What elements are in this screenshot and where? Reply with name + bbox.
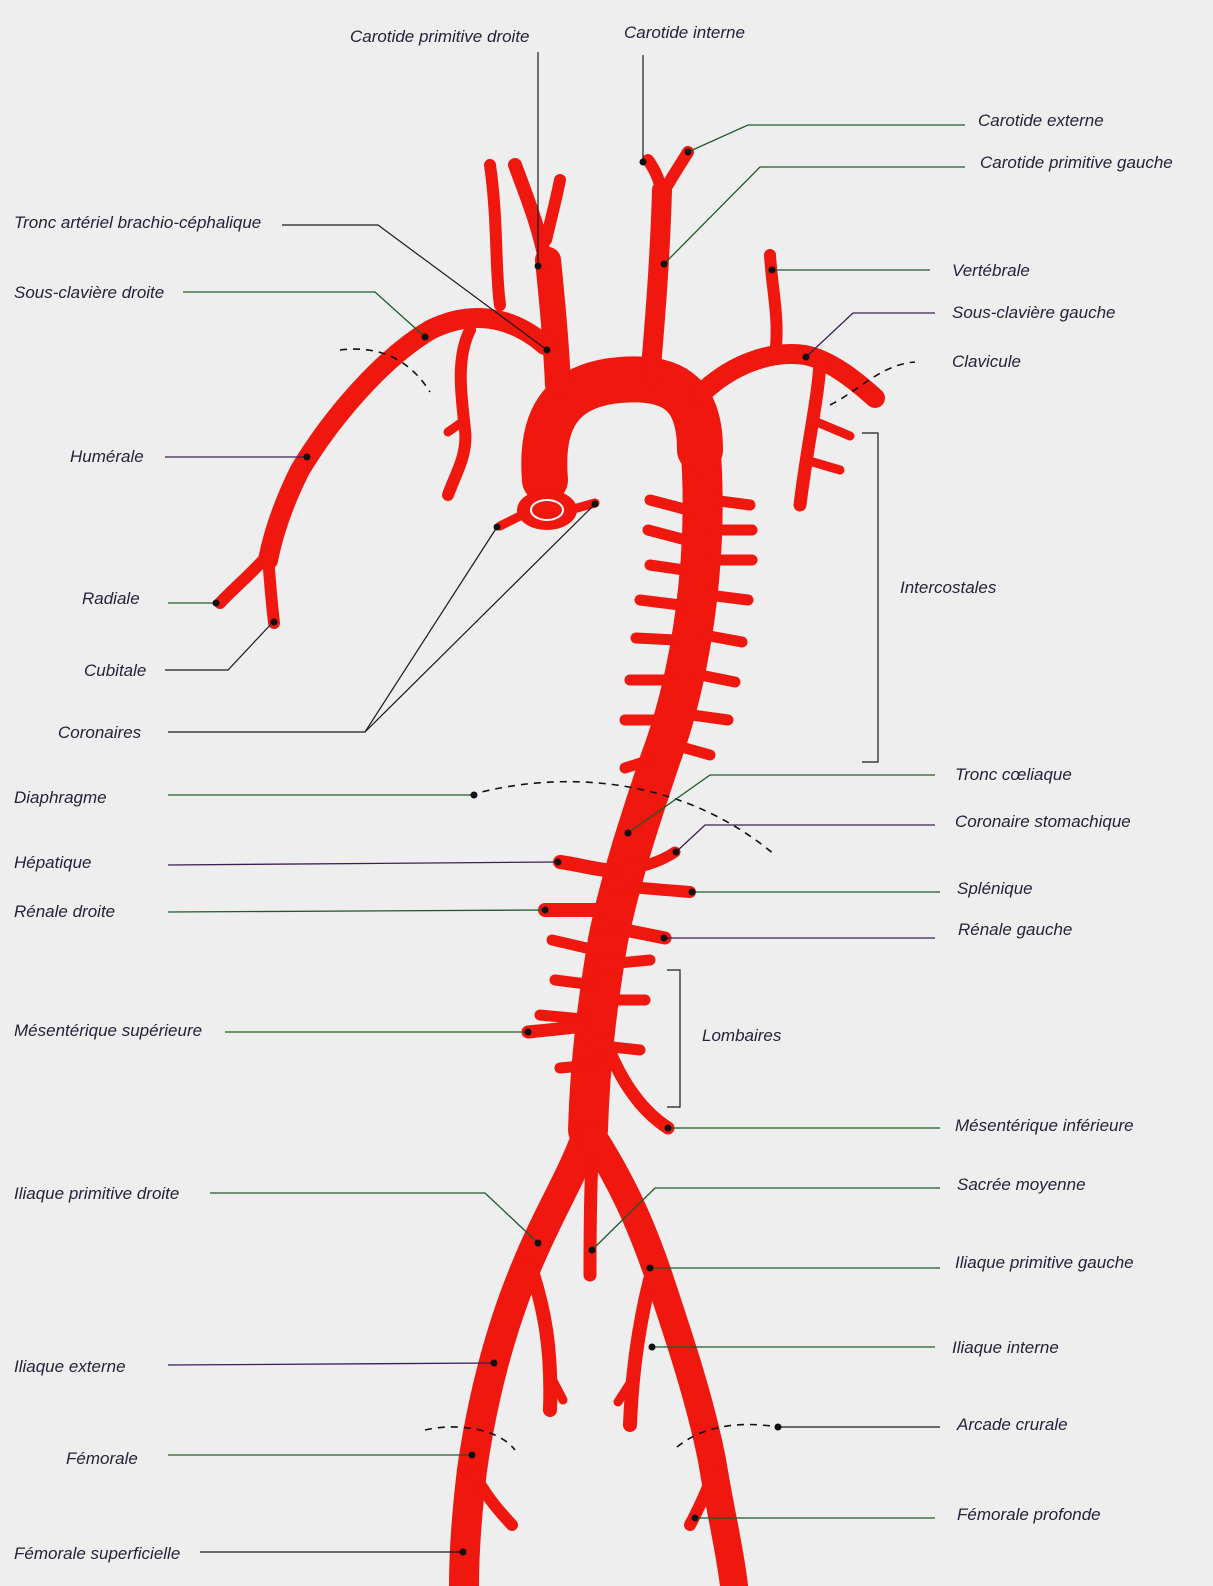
vessels: [220, 152, 875, 1586]
label-vertebrale: Vertébrale: [952, 261, 1030, 280]
hepatic-artery: [560, 862, 605, 870]
label-coronaires: Coronaires: [58, 723, 142, 742]
left-common-carotid: [650, 190, 662, 380]
leaders: [165, 52, 965, 1556]
right-ulnar: [268, 555, 274, 623]
label-sous-claviere-gauche: Sous-clavière gauche: [952, 303, 1115, 322]
aortic-arch: [544, 379, 700, 480]
label-carotide-interne: Carotide interne: [624, 23, 745, 42]
label-humerale: Humérale: [70, 447, 144, 466]
label-sacree-moyenne: Sacrée moyenne: [957, 1175, 1086, 1194]
label-femorale-superficielle: Fémorale superficielle: [14, 1544, 180, 1563]
left-internal-iliac: [630, 1280, 650, 1425]
label-carotide-primitive-gauche: Carotide primitive gauche: [980, 153, 1173, 172]
label-carotide-externe: Carotide externe: [978, 111, 1104, 130]
right-internal-iliac: [530, 1265, 550, 1410]
label-iliaque-interne: Iliaque interne: [952, 1338, 1059, 1357]
left-external-carotid: [662, 152, 688, 195]
label-iliaque-primitive-droite: Iliaque primitive droite: [14, 1184, 179, 1203]
label-sous-claviere-droite: Sous-clavière droite: [14, 283, 164, 302]
label-splenique: Splénique: [957, 879, 1033, 898]
right-radial: [220, 555, 268, 603]
right-neck-branch: [490, 165, 500, 305]
right-thoracic-branch: [448, 330, 470, 495]
label-lombaires: Lombaires: [702, 1026, 782, 1045]
right-carotid-branch: [546, 180, 560, 240]
right-common-carotid: [515, 165, 546, 265]
label-femorale-profonde: Fémorale profonde: [957, 1505, 1101, 1524]
left-common-iliac: [595, 1140, 734, 1586]
label-femorale: Fémorale: [66, 1449, 138, 1468]
coronary-right-branch: [500, 515, 522, 526]
median-sacral: [590, 1160, 592, 1275]
label-coronaire-stomachique: Coronaire stomachique: [955, 812, 1131, 831]
label-renale-droite: Rénale droite: [14, 902, 115, 921]
label-carotide-primitive-droite: Carotide primitive droite: [350, 27, 530, 46]
label-iliaque-primitive-gauche: Iliaque primitive gauche: [955, 1253, 1134, 1272]
label-mesenterique-inferieure: Mésentérique inférieure: [955, 1116, 1134, 1135]
label-clavicule: Clavicule: [952, 352, 1021, 371]
label-iliaque-externe: Iliaque externe: [14, 1357, 126, 1376]
left-subclavian: [700, 354, 875, 398]
label-radiale: Radiale: [82, 589, 140, 608]
label-arcade-crurale: Arcade crurale: [956, 1415, 1068, 1434]
left-thoracic-branch: [800, 362, 820, 505]
label-cubitale: Cubitale: [84, 661, 146, 680]
label-renale-gauche: Rénale gauche: [958, 920, 1072, 939]
label-intercostales: Intercostales: [900, 578, 997, 597]
label-tronc-brachio-cephalique: Tronc artériel brachio-céphalique: [14, 213, 261, 232]
label-diaphragme: Diaphragme: [14, 788, 107, 807]
labels: Carotide primitive droite Carotide inter…: [14, 23, 1173, 1563]
label-tronc-coeliaque: Tronc cœliaque: [955, 765, 1072, 784]
lumbar-bracket: [667, 970, 680, 1107]
intercostal-bracket: [862, 433, 878, 762]
superior-mesenteric: [528, 1025, 590, 1032]
label-mesenterique-superieure: Mésentérique supérieure: [14, 1021, 202, 1040]
label-hepatique: Hépatique: [14, 853, 92, 872]
brachiocephalic-trunk: [548, 260, 558, 385]
splenic-artery: [610, 885, 690, 892]
